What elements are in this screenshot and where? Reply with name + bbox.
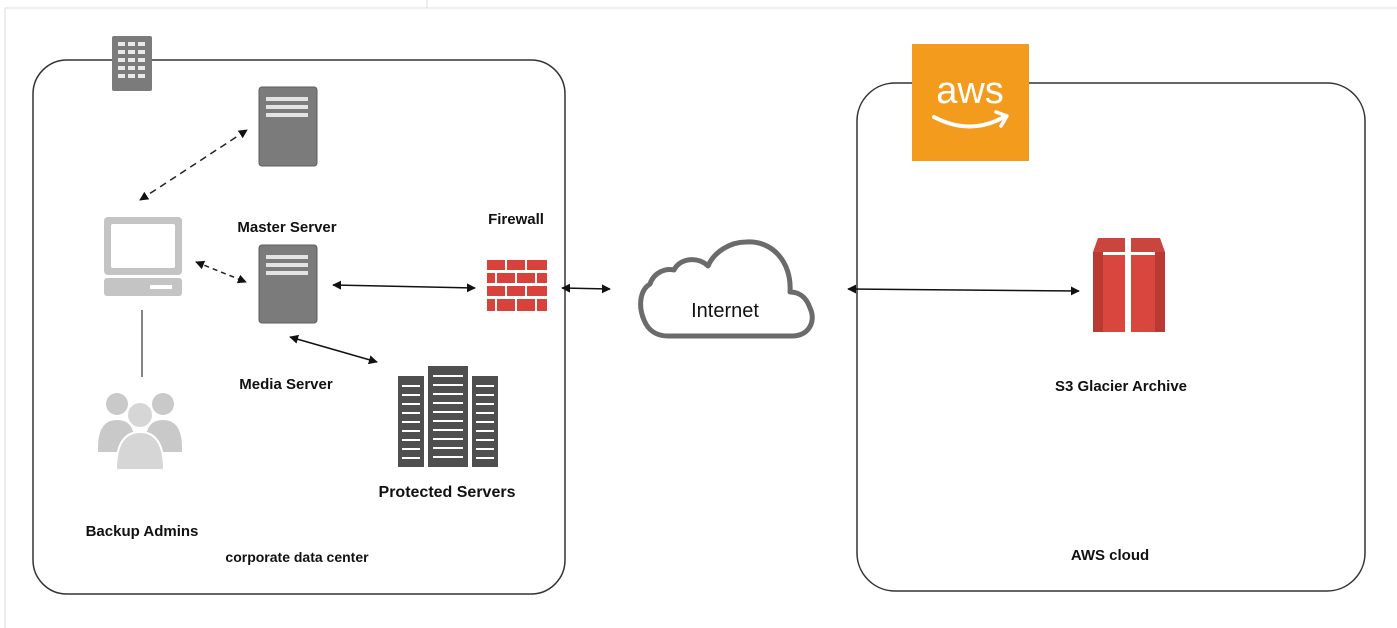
- protected-servers-label: Protected Servers: [379, 484, 516, 501]
- server-rack-icon: [398, 366, 498, 467]
- corporate-data-center-container: [32, 59, 566, 595]
- backup-admins-label: Backup Admins: [86, 523, 199, 540]
- cloud-icon: [638, 239, 815, 339]
- workstation-master-connector: [139, 129, 248, 201]
- building-icon: [112, 36, 152, 91]
- workstation-media-connector: [195, 260, 247, 284]
- aws-cloud-container: [856, 82, 1366, 592]
- master-server-label: Master Server: [237, 219, 336, 236]
- internet-label: Internet: [691, 300, 759, 322]
- s3-glacier-archive-label: S3 Glacier Archive: [1055, 378, 1187, 395]
- media-firewall-connector: [332, 280, 476, 293]
- media-server-label: Media Server: [239, 376, 333, 393]
- media-server-icon: [258, 244, 318, 324]
- desktop-computer-icon: [104, 217, 182, 296]
- s3-glacier-archive-icon: [1093, 238, 1165, 332]
- master-server-icon: [258, 86, 318, 167]
- firewall-icon: [487, 260, 547, 311]
- aws-cloud-label: AWS cloud: [1071, 547, 1149, 564]
- users-group-icon: [98, 393, 182, 471]
- media-protected-connector: [289, 334, 378, 365]
- corporate-data-center-label: corporate data center: [225, 549, 369, 565]
- aws-logo-text: aws: [936, 70, 1004, 112]
- aws-logo: aws: [912, 44, 1029, 161]
- firewall-internet-connector: [561, 283, 611, 294]
- internet-glacier-connector: [847, 284, 1080, 296]
- firewall-label: Firewall: [488, 211, 544, 228]
